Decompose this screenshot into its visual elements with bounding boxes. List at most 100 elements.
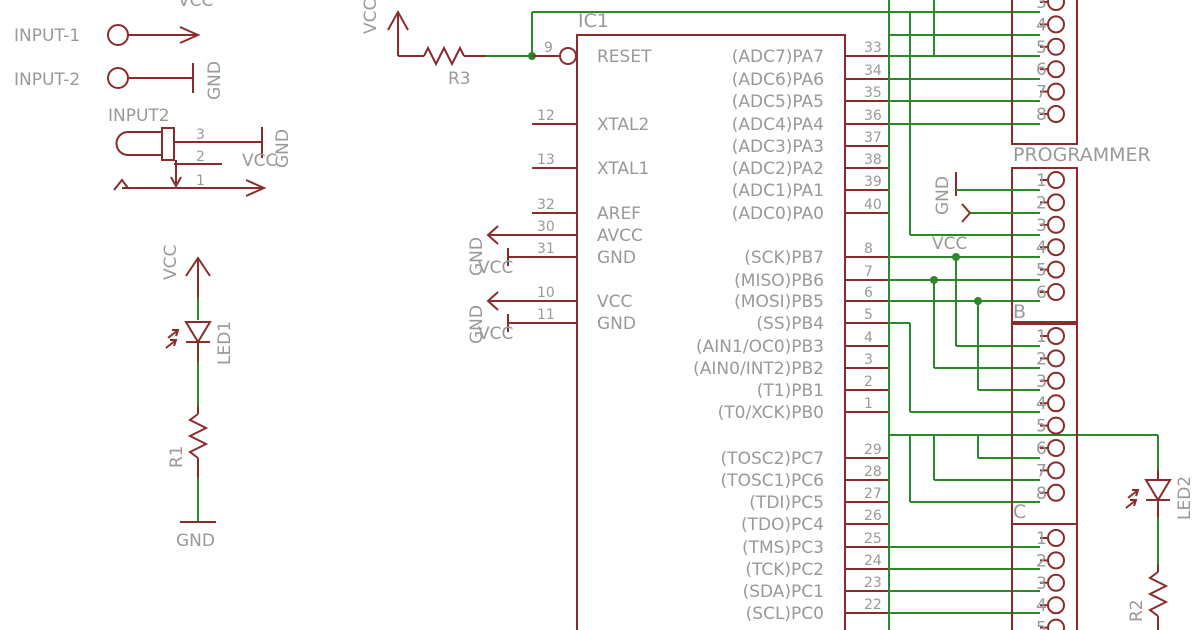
pin-name-39: (ADC1)PA1: [732, 181, 824, 201]
connector-a-pin-5[interactable]: [1047, 37, 1065, 56]
vcc-gnd-label: GND: [467, 305, 487, 344]
pin-name-28: (TOSC1)PC6: [721, 471, 824, 491]
pin-num-35: 35: [864, 85, 882, 101]
r2-resistor-icon: [1147, 571, 1169, 617]
programmer-pin-num-6: 6: [1036, 283, 1047, 303]
pin-name-gnd-11: GND: [597, 314, 636, 334]
right-wiring: [888, 0, 1159, 630]
programmer-pin-1[interactable]: [1047, 171, 1065, 189]
pin-name-35: (ADC5)PA5: [732, 92, 824, 112]
pin-num-29: 29: [864, 442, 882, 458]
connector-a-pin-3[interactable]: [1047, 0, 1065, 11]
connector-a-pin-6[interactable]: [1047, 60, 1065, 79]
pin-num-8: 8: [864, 241, 873, 257]
pin-num-23: 23: [864, 575, 882, 591]
r1-gnd-label: GND: [176, 531, 215, 551]
connector-c-pin-1[interactable]: [1047, 529, 1065, 547]
connector-c-pin-4[interactable]: [1047, 596, 1065, 615]
pin-num-7: 7: [864, 264, 873, 280]
connector-b-label: B: [1013, 301, 1026, 323]
prog-vcc-label: VCC: [932, 234, 967, 254]
pin-num-32: 32: [537, 197, 555, 213]
pin-num-13: 13: [537, 152, 555, 168]
input-1-terminal[interactable]: [107, 24, 129, 46]
pin-name-xtal2: XTAL2: [597, 115, 649, 135]
connector-a-pin-num-6: 6: [1036, 60, 1047, 80]
connector-b-pin-2[interactable]: [1047, 349, 1065, 368]
connector-c-label: C: [1013, 501, 1026, 523]
led2-light-arrows-icon: [1125, 489, 1140, 509]
pin-num-27: 27: [864, 486, 882, 502]
connector-c-pin-num-3: 3: [1036, 574, 1047, 594]
connector-c-pin-num-5: 5: [1036, 619, 1047, 630]
programmer-pin-4[interactable]: [1047, 238, 1065, 257]
connector-c-pin-2[interactable]: [1047, 551, 1065, 570]
pin-num-26: 26: [864, 508, 882, 524]
pin-num-11: 11: [537, 307, 555, 323]
ic1-left-pins: 9 12 13 32 30 31 10 11 RESET XTAL2 XTAL1…: [532, 40, 652, 334]
connector-b-pin-7[interactable]: [1047, 461, 1065, 480]
connector-a-pin-7[interactable]: [1047, 82, 1065, 101]
pin-num-5: 5: [864, 307, 873, 323]
programmer-pin-num-5: 5: [1036, 261, 1047, 281]
pin-name-xtal1: XTAL1: [597, 159, 649, 179]
programmer-pin-2[interactable]: [1047, 193, 1065, 212]
input2-pin-2-num: 2: [196, 149, 205, 165]
reset-vcc-label: VCC: [361, 0, 381, 34]
programmer-label: PROGRAMMER: [1013, 144, 1151, 166]
pin-name-1: (T0/XCK)PB0: [718, 403, 824, 423]
connector-c-pin-5[interactable]: [1047, 618, 1065, 630]
pin-num-3: 3: [864, 352, 873, 368]
input2-connector-label: INPUT2: [108, 106, 170, 126]
input-1-label: INPUT-1: [14, 26, 80, 46]
pin-num-28: 28: [864, 464, 882, 480]
connector-b-pin-3[interactable]: [1047, 371, 1065, 390]
connector-a-body: [1011, 0, 1078, 145]
input-2-terminal[interactable]: [107, 67, 129, 89]
connector-b-pin-num-7: 7: [1036, 461, 1047, 481]
pin-name-5: (SS)PB4: [756, 314, 824, 334]
connector-b-pin-1[interactable]: [1047, 327, 1065, 345]
connector-b-pin-8[interactable]: [1047, 483, 1065, 502]
connector-c-pin-3[interactable]: [1047, 573, 1065, 592]
connector-c-pin-num-1: 1: [1036, 529, 1047, 549]
programmer-pin-6[interactable]: [1047, 283, 1065, 301]
avcc-vcc-label: VCC: [478, 258, 513, 278]
pin-num-33: 33: [864, 40, 882, 56]
input-1-arrow-icon: [179, 26, 201, 44]
prog-gnd-label: GND: [933, 176, 953, 215]
connector-b-pin-6[interactable]: [1047, 439, 1065, 457]
connector-b-pin-5[interactable]: [1047, 416, 1065, 435]
input2-vcc-label: VCC: [242, 151, 277, 171]
pin-num-36: 36: [864, 108, 882, 124]
programmer-pin-num-4: 4: [1036, 238, 1047, 258]
input2-pin-3-num: 3: [196, 127, 205, 143]
pin-name-aref: AREF: [597, 204, 641, 224]
pin-num-39: 39: [864, 174, 882, 190]
ic1-power-symbols: VCC GND VCC GND: [467, 225, 532, 344]
connector-a-pin-8[interactable]: [1047, 105, 1065, 123]
programmer-pin-5[interactable]: [1047, 260, 1065, 279]
connector-b-pin-num-5: 5: [1036, 417, 1047, 437]
pin-name-29: (TOSC2)PC7: [721, 449, 824, 469]
connector-a-pin-num-8: 8: [1036, 105, 1047, 125]
connector-b-pin-num-6: 6: [1036, 439, 1047, 459]
pin-num-37: 37: [864, 130, 882, 146]
connector-a-pin-4[interactable]: [1047, 15, 1065, 34]
pin-name-8: (SCK)PB7: [744, 248, 824, 268]
ic1-right-pins: 33(ADC7)PA734(ADC6)PA635(ADC5)PA536(ADC4…: [693, 40, 889, 624]
programmer-pin-3[interactable]: [1047, 215, 1065, 234]
pin-num-30: 30: [537, 219, 555, 235]
connector-a-pin-num-3: 3: [1036, 0, 1047, 13]
r1-label: R1: [167, 445, 187, 468]
connector-b-pin-4[interactable]: [1047, 394, 1065, 413]
pin-name-37: (ADC3)PA3: [732, 137, 824, 157]
pin-name-23: (SDA)PC1: [743, 582, 824, 602]
programmer-pin-num-2: 2: [1036, 193, 1047, 213]
pin-name-vcc-10: VCC: [597, 292, 632, 312]
ic1-label: IC1: [578, 10, 609, 32]
input2-bend: [113, 178, 129, 191]
input2-down-arrow-icon: [170, 176, 182, 189]
